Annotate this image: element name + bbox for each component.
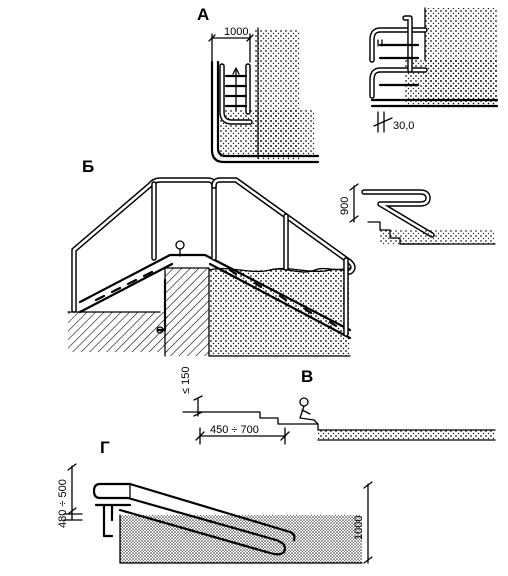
dim-v-range: 450 ÷ 700	[210, 424, 259, 436]
section-b-pool-stairs	[67, 177, 356, 357]
section-g-label: Г	[100, 438, 110, 457]
section-a-left-ladder	[208, 27, 320, 164]
section-g-slide	[63, 463, 373, 564]
section-v-sitting-steps	[182, 395, 496, 445]
section-v-label: В	[301, 367, 313, 386]
dim-a-angle: 30,0	[393, 120, 414, 132]
dim-v-step: ≤ 150	[180, 367, 192, 394]
section-b-label: Б	[82, 157, 94, 176]
dim-b-height: 900	[339, 197, 351, 215]
section-b-handrail-detail	[349, 183, 496, 245]
dim-g-height: 480 ÷ 500	[57, 479, 69, 528]
dim-a-width: 1000	[224, 26, 248, 38]
section-a-label: А	[197, 5, 209, 24]
section-a-right-ladder	[369, 7, 499, 133]
dim-g-depth: 1000	[353, 516, 365, 540]
